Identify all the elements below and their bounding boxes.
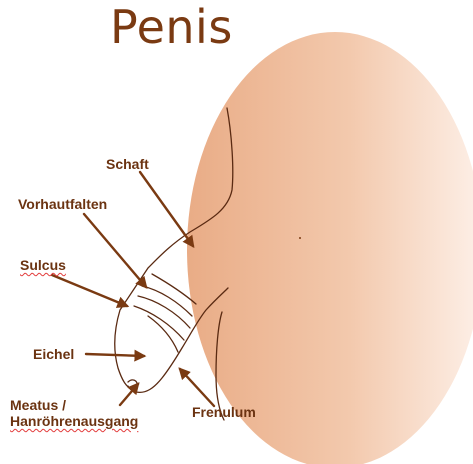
fold-line-1 bbox=[142, 286, 192, 316]
label-schaft: Schaft bbox=[106, 156, 149, 172]
label-sulcus: Sulcus bbox=[20, 257, 66, 273]
skin-oval bbox=[187, 32, 473, 464]
fold-line-2 bbox=[138, 296, 190, 328]
sulcus-arrow bbox=[52, 275, 127, 306]
speck-dot bbox=[299, 237, 301, 239]
vorhautfalten-arrow bbox=[84, 214, 146, 287]
frenulum-arrow bbox=[180, 369, 214, 406]
diagram-title: Penis bbox=[110, 0, 233, 54]
label-frenulum: Frenulum bbox=[192, 404, 256, 420]
label-eichel: Eichel bbox=[33, 346, 74, 362]
eichel-arrow bbox=[86, 354, 144, 356]
label-meatus-line1: Meatus / bbox=[10, 397, 66, 413]
label-meatus-line2: Hanröhrenausgang bbox=[10, 413, 138, 429]
label-vorhautfalten: Vorhautfalten bbox=[18, 196, 107, 212]
fold-line-3 bbox=[134, 306, 184, 340]
schaft-arrow bbox=[140, 172, 193, 246]
